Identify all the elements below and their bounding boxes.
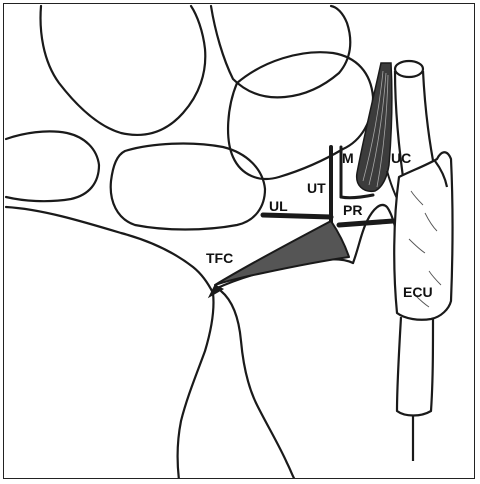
radius-outline-left — [178, 293, 214, 479]
label-m: M — [342, 150, 354, 166]
ecu-tendon-lower — [397, 317, 433, 416]
ulna-outline — [221, 291, 295, 479]
label-ul: UL — [269, 198, 288, 214]
figure-frame: M UC UT UL PR TFC ECU — [3, 3, 475, 479]
radiocarpal-joint-line — [6, 207, 213, 293]
carpal-bone-middle-left — [111, 144, 265, 230]
carpal-bone-upper-left — [41, 6, 206, 135]
prestyloid-recess-link — [341, 195, 373, 198]
ecu-tendon-top — [395, 61, 423, 77]
ecu-tendon-group — [394, 61, 452, 461]
label-tfc: TFC — [206, 250, 233, 266]
label-pr: PR — [343, 202, 362, 218]
prestyloid-recess-band — [339, 221, 393, 225]
triangular-fibrocartilage — [215, 221, 349, 285]
label-uc: UC — [391, 150, 411, 166]
wrist-anatomy-diagram: M UC UT UL PR TFC ECU — [4, 4, 475, 479]
label-ut: UT — [307, 180, 326, 196]
ulnolunate-ligament — [263, 215, 331, 217]
label-ecu: ECU — [403, 284, 433, 300]
carpal-bone-far-left — [6, 131, 99, 201]
